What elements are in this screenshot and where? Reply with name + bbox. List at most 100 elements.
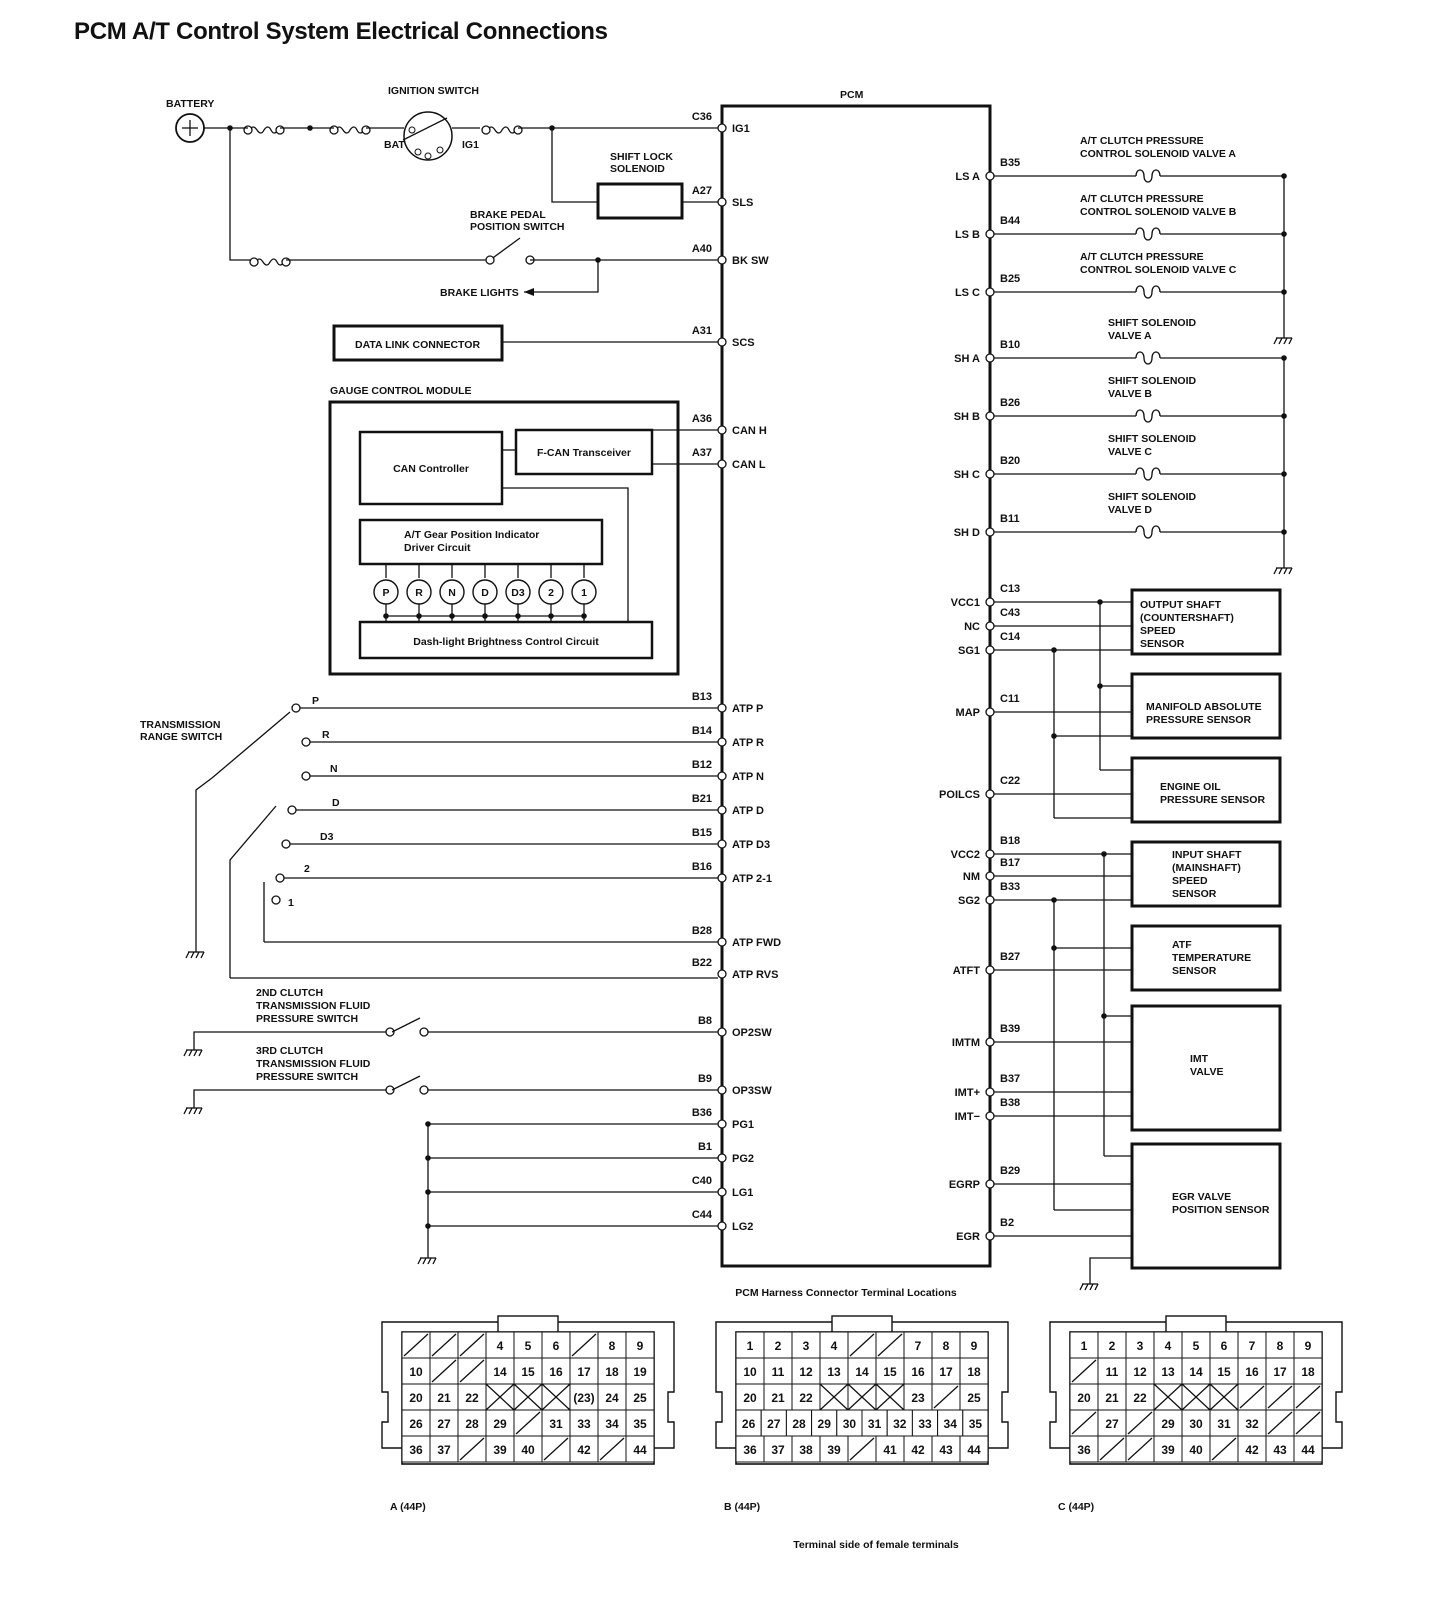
coil-icon: [1135, 467, 1161, 481]
connector-pin-number: 19: [633, 1365, 647, 1379]
connector-pin-number: 33: [577, 1417, 591, 1431]
pin-code: B35: [1000, 157, 1020, 169]
terminal: [717, 805, 727, 815]
connector-cell: [1293, 1435, 1323, 1463]
sensor-box: [1130, 756, 1282, 824]
connector-pin-number: 5: [525, 1339, 532, 1353]
connector-pin-number: 36: [1077, 1443, 1091, 1457]
pin-code: B36: [692, 1107, 712, 1119]
solenoid-label: CONTROL SOLENOID VALVE A: [1080, 148, 1236, 160]
pin-code: C40: [692, 1175, 712, 1187]
connector-cell: [1069, 1383, 1099, 1411]
can-controller-box: [358, 430, 504, 506]
connector-pin-number: 10: [743, 1365, 757, 1379]
connector-cell: [401, 1383, 431, 1411]
connector-cell: [429, 1409, 459, 1437]
connector-cell: [513, 1435, 543, 1463]
ground-icon: [188, 1049, 193, 1057]
blank-cell-icon: [1181, 1383, 1211, 1411]
connector-pin-number: 35: [633, 1417, 647, 1431]
range-position-label: R: [322, 729, 330, 741]
fuse-icon: [249, 126, 279, 134]
ground-icon: [1084, 1283, 1089, 1291]
junction-dot: [1097, 683, 1103, 689]
terminal: [485, 255, 495, 265]
pin-name: SG2: [958, 895, 980, 907]
terminal: [419, 1085, 429, 1095]
pin-name: VCC2: [951, 849, 980, 861]
pin-code: B9: [698, 1073, 712, 1085]
connector-pin-number: 33: [918, 1417, 932, 1431]
terminal: [985, 1231, 995, 1241]
connector-pin-number: 16: [549, 1365, 563, 1379]
fuse-icon: [487, 126, 517, 134]
blank-cell-icon: [1295, 1411, 1321, 1435]
pin-name: EGR: [956, 1231, 980, 1243]
clutch3-switch-label: PRESSURE SWITCH: [256, 1071, 358, 1083]
terminal: [361, 125, 371, 135]
connector-cell: [1181, 1409, 1211, 1437]
sensor-box: [1130, 672, 1282, 740]
connector-pin-number: 21: [771, 1391, 785, 1405]
blank-cell-icon: [875, 1383, 905, 1411]
blank-cell-icon: [1099, 1437, 1125, 1461]
sensor-label: ENGINE OIL: [1160, 781, 1221, 793]
connector-pin-number: 27: [437, 1417, 451, 1431]
pin-code: B26: [1000, 397, 1020, 409]
terminal: [717, 969, 727, 979]
junction-dot: [1051, 733, 1057, 739]
ground-icon: [1288, 337, 1293, 345]
connector-pin-number: 30: [1189, 1417, 1203, 1431]
connector-pin-number: 27: [1105, 1417, 1119, 1431]
ground-icon: [1079, 1283, 1084, 1291]
blank-cell-icon: [599, 1437, 625, 1461]
junction-dot: [1051, 647, 1057, 653]
pin-code: B1: [698, 1141, 712, 1153]
terminal: [287, 805, 297, 815]
connector-pin-number: 2: [775, 1339, 782, 1353]
gear-indicator-label: D: [481, 587, 489, 599]
connector-cell: [819, 1435, 849, 1463]
terminal: [985, 645, 995, 655]
connector-pin-number: 43: [939, 1443, 953, 1457]
pin-name: SG1: [958, 645, 980, 657]
connector-locations-label: PCM Harness Connector Terminal Locations: [735, 1287, 957, 1299]
switch-contact: [436, 146, 444, 154]
pin-name: LS A: [955, 171, 980, 183]
sensor-label: MANIFOLD ABSOLUTE: [1146, 701, 1262, 713]
connector-cell: [569, 1357, 599, 1385]
pin-name: ATP D: [732, 805, 764, 817]
ground-icon: [1283, 337, 1288, 345]
connector-pin-number: 14: [1189, 1365, 1203, 1379]
pin-code: B17: [1000, 857, 1020, 869]
blank-cell-icon: [1295, 1385, 1321, 1409]
fuse-icon: [335, 126, 365, 134]
connector-pin-number: 25: [633, 1391, 647, 1405]
connector-cell: [401, 1357, 431, 1385]
connector-pin-number: 22: [465, 1391, 479, 1405]
connector-pin-number: 25: [967, 1391, 981, 1405]
connector-cell: [1153, 1435, 1183, 1463]
connector-pin-number: 35: [969, 1417, 983, 1431]
connector-pin-number: 12: [1133, 1365, 1147, 1379]
fcan-transceiver-box: [514, 428, 654, 476]
pin-name: IMT+: [955, 1087, 980, 1099]
blank-cell-icon: [513, 1383, 543, 1411]
wire: [229, 128, 254, 261]
connector-cell: [1097, 1409, 1127, 1437]
pressure-switch-icon: [391, 1075, 421, 1091]
pin-name: IMTM: [952, 1037, 980, 1049]
ground-icon: [1094, 1283, 1099, 1291]
pin-name: NC: [964, 621, 980, 633]
ground-icon: [1278, 337, 1283, 345]
junction-dot: [425, 1223, 431, 1229]
connector-cell: [457, 1409, 487, 1437]
sensor-label: PRESSURE SENSOR: [1160, 794, 1265, 806]
connector-pin-number: 38: [799, 1443, 813, 1457]
pin-code: B10: [1000, 339, 1020, 351]
terminal: [717, 839, 727, 849]
pin-code: C36: [692, 111, 712, 123]
pin-name: SLS: [732, 197, 753, 209]
pin-code: C11: [1000, 693, 1020, 705]
range-position-label: P: [312, 695, 319, 707]
